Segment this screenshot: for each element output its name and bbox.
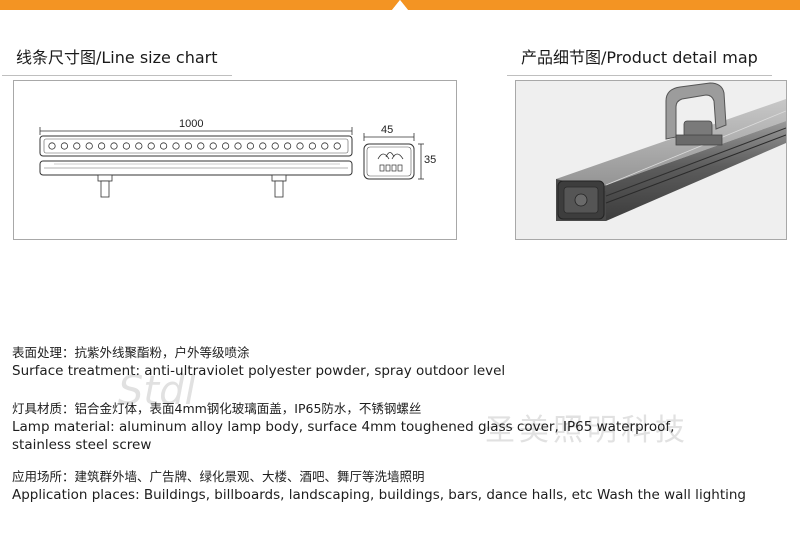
spec-surface: 表面处理：抗紫外线聚酯粉，户外等级喷涂 Surface treatment: a… xyxy=(12,344,505,380)
spec-application: 应用场所：建筑群外墙、广告牌、绿化景观、大楼、酒吧、舞厅等洗墙照明 Applic… xyxy=(12,468,746,504)
led-dot xyxy=(73,142,81,150)
led-dot xyxy=(98,142,106,150)
led-dot xyxy=(147,142,155,150)
led-dot xyxy=(160,142,168,150)
line-size-drawing xyxy=(39,127,424,198)
height-dimension: 35 xyxy=(424,154,437,166)
top-accent-bar xyxy=(0,0,800,10)
surface-treatment-en: Surface treatment: anti-ultraviolet poly… xyxy=(12,363,506,379)
lamp-material-en-1: Lamp material: aluminum alloy lamp body,… xyxy=(12,419,675,435)
led-dot xyxy=(283,142,292,150)
led-dot xyxy=(308,142,316,150)
led-dot xyxy=(296,142,304,150)
led-dot xyxy=(48,142,56,150)
led-dot xyxy=(60,142,69,150)
led-dot xyxy=(85,142,93,150)
led-dot xyxy=(271,142,279,150)
application-en: Application places: Buildings, billboard… xyxy=(12,487,746,503)
led-dot xyxy=(222,142,230,150)
led-dot xyxy=(209,142,217,150)
led-dot xyxy=(135,142,143,150)
spec-material: 灯具材质：铝合金灯体，表面4mm钢化玻璃面盖，IP65防水，不锈钢螺丝 Lamp… xyxy=(12,400,674,454)
led-dot xyxy=(246,142,254,150)
led-dot xyxy=(122,142,131,150)
product-detail-photo xyxy=(515,80,787,240)
line-size-chart-title: 线条尺寸图/Line size chart xyxy=(2,44,232,76)
line-size-chart-panel: 1000 45 35 xyxy=(13,80,457,240)
led-dot xyxy=(110,142,118,150)
application-cn: 应用场所：建筑群外墙、广告牌、绿化景观、大楼、酒吧、舞厅等洗墙照明 xyxy=(12,469,425,484)
led-dot xyxy=(259,142,267,150)
surface-treatment-cn: 表面处理：抗紫外线聚酯粉，户外等级喷涂 xyxy=(12,345,250,360)
lamp-material-en-2: stainless steel screw xyxy=(12,437,152,453)
product-detail-title: 产品细节图/Product detail map xyxy=(507,44,772,76)
led-dot xyxy=(172,142,180,150)
led-dot xyxy=(234,142,242,150)
length-dimension: 1000 xyxy=(179,118,204,130)
led-dot xyxy=(197,142,205,150)
led-dot xyxy=(333,142,341,150)
lamp-material-cn: 灯具材质：铝合金灯体，表面4mm钢化玻璃面盖，IP65防水，不锈钢螺丝 xyxy=(12,401,422,416)
led-dot xyxy=(321,142,329,150)
width-dimension: 45 xyxy=(381,124,394,136)
product-render xyxy=(516,81,786,239)
led-dot xyxy=(184,142,192,150)
